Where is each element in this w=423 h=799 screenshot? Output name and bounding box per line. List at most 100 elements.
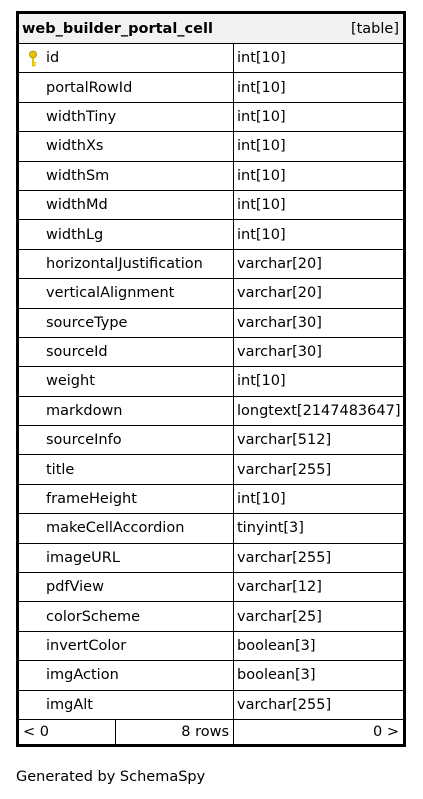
column-type: varchar[12] xyxy=(237,579,322,596)
column-type: int[10] xyxy=(237,226,286,243)
column-name[interactable]: sourceInfo xyxy=(46,432,122,449)
table-row: title varchar[255] xyxy=(19,455,403,485)
column-type: int[10] xyxy=(237,138,286,155)
column-type: longtext[2147483647] xyxy=(237,402,401,419)
column-name[interactable]: widthMd xyxy=(46,197,108,214)
table-row: frameHeight int[10] xyxy=(19,484,403,515)
key-icon xyxy=(29,50,37,67)
column-name-cell: widthXs xyxy=(19,132,234,161)
table-row: widthXs int[10] xyxy=(19,132,403,162)
column-name-cell: colorScheme xyxy=(19,602,234,631)
column-name[interactable]: widthLg xyxy=(46,226,104,243)
column-name[interactable]: makeCellAccordion xyxy=(46,520,185,537)
table-row: makeCellAccordion tinyint[3] xyxy=(19,514,403,544)
column-name-cell: invertColor xyxy=(19,631,234,661)
column-name[interactable]: widthSm xyxy=(46,167,110,184)
column-type: boolean[3] xyxy=(237,667,316,684)
column-name[interactable]: imageURL xyxy=(46,549,120,566)
column-name[interactable]: portalRowId xyxy=(46,79,133,96)
parents-count[interactable]: < 0 xyxy=(19,719,116,744)
column-name[interactable]: frameHeight xyxy=(46,491,137,508)
column-name-cell: makeCellAccordion xyxy=(19,514,234,543)
column-name-cell: verticalAlignment xyxy=(19,279,234,308)
column-type: boolean[3] xyxy=(237,638,316,654)
column-type: int[10] xyxy=(237,108,286,125)
table-row: sourceId varchar[30] xyxy=(19,337,403,368)
column-type: int[10] xyxy=(237,167,286,184)
table-row: imgAlt varchar[255] xyxy=(19,690,403,720)
table-row: sourceInfo varchar[512] xyxy=(19,426,403,456)
column-type: varchar[255] xyxy=(237,461,332,478)
table-row: weight int[10] xyxy=(19,367,403,397)
table-name[interactable]: web_builder_portal_cell xyxy=(22,20,213,37)
column-name[interactable]: widthXs xyxy=(46,138,104,155)
column-name-cell: weight xyxy=(19,367,234,396)
column-name[interactable]: markdown xyxy=(46,402,123,419)
column-name-cell: pdfView xyxy=(19,573,234,602)
column-name[interactable]: imgAction xyxy=(46,667,119,684)
column-type: int[10] xyxy=(237,373,286,390)
table-entity: web_builder_portal_cell [table] id int[10… xyxy=(16,11,406,747)
table-footer: < 0 8 rows 0 > xyxy=(19,719,403,744)
column-name-cell: widthTiny xyxy=(19,102,234,132)
column-name[interactable]: horizontalJustification xyxy=(46,255,203,272)
column-name-cell: imgAlt xyxy=(19,690,234,719)
row-count: 8 rows xyxy=(116,719,234,744)
column-type: tinyint[3] xyxy=(237,520,304,537)
column-type: varchar[25] xyxy=(237,608,322,625)
column-type: varchar[20] xyxy=(237,285,322,302)
column-name-cell: horizontalJustification xyxy=(19,249,234,279)
table-kind: [table] xyxy=(350,20,399,37)
column-name[interactable]: invertColor xyxy=(46,638,127,654)
column-name[interactable]: colorScheme xyxy=(46,608,141,625)
column-name[interactable]: sourceType xyxy=(46,314,128,331)
column-name-cell: sourceId xyxy=(19,337,234,367)
column-type: int[10] xyxy=(237,491,286,508)
column-type: varchar[255] xyxy=(237,549,332,566)
column-type: varchar[30] xyxy=(237,344,322,361)
column-name-cell: frameHeight xyxy=(19,484,234,514)
column-name-cell: imgAction xyxy=(19,661,234,690)
column-name-cell: markdown xyxy=(19,396,234,426)
table-row: markdown longtext[2147483647] xyxy=(19,396,403,427)
table-row: invertColor boolean[3] xyxy=(19,631,403,662)
column-name-cell: widthMd xyxy=(19,190,234,220)
table-row: imgAction boolean[3] xyxy=(19,661,403,691)
table-row: pdfView varchar[12] xyxy=(19,573,403,603)
table-row: widthSm int[10] xyxy=(19,161,403,191)
column-type: varchar[512] xyxy=(237,432,332,449)
table-row: id int[10] xyxy=(19,44,403,74)
column-name[interactable]: sourceId xyxy=(46,344,108,361)
column-type: int[10] xyxy=(237,79,286,96)
column-name[interactable]: verticalAlignment xyxy=(46,285,175,302)
table-row: widthTiny int[10] xyxy=(19,102,403,133)
table-row: widthLg int[10] xyxy=(19,220,403,250)
column-name[interactable]: weight xyxy=(46,373,95,390)
generated-by-note: Generated by SchemaSpy xyxy=(16,769,206,785)
column-name-cell: imageURL xyxy=(19,543,234,573)
column-name[interactable]: widthTiny xyxy=(46,108,117,125)
column-name-cell: id xyxy=(19,44,234,73)
table-row: colorScheme varchar[25] xyxy=(19,602,403,632)
column-name[interactable]: imgAlt xyxy=(46,696,93,713)
column-list: id int[10] portalRowId int[10] widthTiny int[… xyxy=(19,44,403,720)
column-type: varchar[255] xyxy=(237,696,332,713)
table-row: verticalAlignment varchar[20] xyxy=(19,279,403,309)
table-row: portalRowId int[10] xyxy=(19,73,403,103)
column-name-cell: widthSm xyxy=(19,161,234,190)
table-row: sourceType varchar[30] xyxy=(19,308,403,338)
column-name-cell: sourceType xyxy=(19,308,234,337)
column-name-cell: title xyxy=(19,455,234,484)
children-count[interactable]: 0 > xyxy=(373,723,399,740)
column-name[interactable]: title xyxy=(46,461,75,478)
column-name-cell: widthLg xyxy=(19,220,234,249)
column-name[interactable]: pdfView xyxy=(46,579,104,596)
column-name-cell: sourceInfo xyxy=(19,426,234,455)
column-name-cell: portalRowId xyxy=(19,73,234,102)
table-header: web_builder_portal_cell [table] xyxy=(19,14,403,44)
column-name[interactable]: id xyxy=(46,50,60,67)
column-type: varchar[30] xyxy=(237,314,322,331)
column-type: int[10] xyxy=(237,50,286,67)
